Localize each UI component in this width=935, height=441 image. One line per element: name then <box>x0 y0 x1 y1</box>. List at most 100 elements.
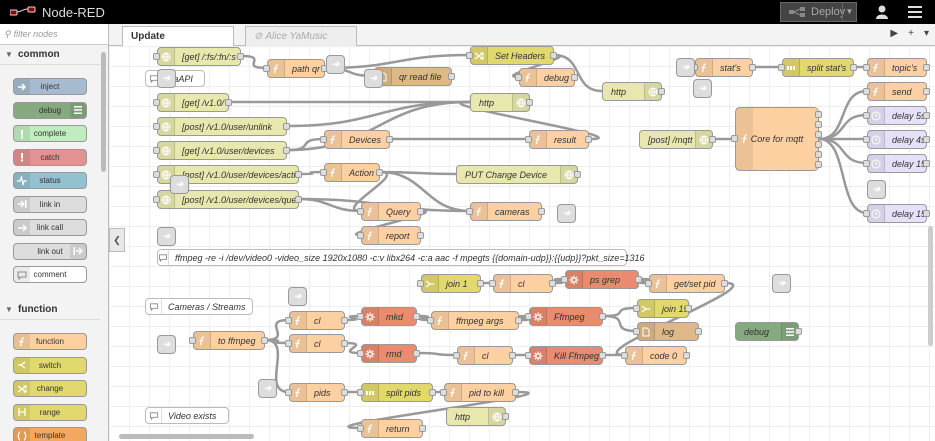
port[interactable] <box>633 305 640 312</box>
wire[interactable] <box>355 209 427 237</box>
palette-node-link-call[interactable]: link call <box>13 219 87 236</box>
flow-node-ffmpeg-args[interactable]: ffmpeg args <box>431 311 519 330</box>
chevron-right-icon[interactable]: ▶ <box>890 28 899 39</box>
port[interactable] <box>357 425 364 432</box>
comment-node[interactable]: Video exists <box>145 407 229 424</box>
chevron-down-icon[interactable]: ▼ <box>842 3 856 21</box>
palette-node-change[interactable]: change <box>13 380 87 397</box>
port[interactable] <box>413 350 420 357</box>
port[interactable] <box>512 389 519 396</box>
port[interactable] <box>440 389 447 396</box>
palette-node-template[interactable]: template <box>13 427 87 441</box>
collapse-palette-button[interactable]: ❮ <box>109 228 125 252</box>
link-node[interactable]: ➔ <box>170 175 189 194</box>
flow-node-get-v1-0[interactable]: [get] /v1.0/ <box>157 93 229 112</box>
port[interactable] <box>477 280 484 287</box>
port[interactable] <box>419 425 426 432</box>
flow-node-topic-s[interactable]: topic's <box>867 58 927 77</box>
wire[interactable] <box>347 390 530 430</box>
port[interactable] <box>815 111 822 118</box>
port[interactable] <box>585 136 592 143</box>
port[interactable] <box>550 52 557 59</box>
port[interactable] <box>815 131 822 138</box>
horizontal-scrollbar[interactable] <box>119 434 254 439</box>
link-node[interactable]: ➔ <box>288 287 307 306</box>
flow-node-devices[interactable]: Devices <box>324 130 390 149</box>
link-node[interactable]: ➔ <box>157 335 176 354</box>
flow-node-path-qr[interactable]: path qr <box>267 59 325 78</box>
port[interactable] <box>923 160 930 167</box>
link-node[interactable]: ➔ <box>693 79 712 98</box>
port[interactable] <box>635 276 642 283</box>
port[interactable] <box>357 350 364 357</box>
port[interactable] <box>599 352 606 359</box>
port[interactable] <box>923 64 930 71</box>
palette-category-function[interactable]: ▼function <box>0 300 100 320</box>
deploy-button[interactable]: Deploy ▼ <box>780 2 857 22</box>
flow-node-action[interactable]: Action <box>324 163 380 182</box>
flow-node-send[interactable]: send <box>867 82 927 101</box>
link-node[interactable]: ➔ <box>676 58 695 77</box>
palette-node-link-in[interactable]: link in <box>13 195 87 213</box>
port[interactable] <box>795 328 802 335</box>
port[interactable] <box>863 160 870 167</box>
port[interactable] <box>466 208 473 215</box>
wire[interactable] <box>286 100 471 128</box>
add-tab-icon[interactable]: + <box>908 28 914 39</box>
link-node[interactable]: ➔ <box>557 204 576 223</box>
flow-node-kill-ffmpeg[interactable]: Kill Ffmpeg <box>529 346 603 365</box>
port[interactable] <box>153 147 160 154</box>
comment-node[interactable]: Cameras / Streams <box>145 298 253 315</box>
flow-node-http[interactable]: http <box>446 407 506 426</box>
port[interactable] <box>153 53 160 60</box>
port[interactable] <box>285 340 292 347</box>
flow-node-http[interactable]: http <box>470 93 530 112</box>
wire[interactable] <box>637 277 651 285</box>
port[interactable] <box>448 73 455 80</box>
flow-node-split-stat-s[interactable]: split stat's <box>782 58 854 77</box>
tab-update[interactable]: Update <box>122 26 234 46</box>
wire[interactable] <box>818 113 868 141</box>
link-node[interactable]: ➔ <box>326 55 345 74</box>
port[interactable] <box>453 352 460 359</box>
wire[interactable] <box>416 314 432 322</box>
flow-node-delay-15[interactable]: delay 15 <box>867 154 927 173</box>
port[interactable] <box>525 136 532 143</box>
flow-node-post-mqtt[interactable]: [post] /mqtt <box>639 130 713 149</box>
palette-scrollbar[interactable] <box>101 52 106 172</box>
flow-node-pids[interactable]: pids <box>289 383 345 402</box>
wire[interactable] <box>553 53 603 93</box>
port[interactable] <box>709 136 716 143</box>
port[interactable] <box>815 151 822 158</box>
flow-node-join-1[interactable]: join 1 <box>421 274 481 293</box>
flow-node-cl[interactable]: cl <box>289 334 345 353</box>
flow-node-log[interactable]: log <box>637 322 699 341</box>
port[interactable] <box>571 74 578 81</box>
port[interactable] <box>685 305 692 312</box>
wire[interactable] <box>552 277 566 285</box>
link-node[interactable]: ➔ <box>867 180 886 199</box>
link-node[interactable]: ➔ <box>258 379 277 398</box>
flow-node-query[interactable]: Query <box>361 202 421 221</box>
port[interactable] <box>189 337 196 344</box>
palette-node-function[interactable]: function <box>13 333 87 350</box>
wire[interactable] <box>818 137 868 215</box>
port[interactable] <box>515 317 522 324</box>
flow-node-debug[interactable]: debug <box>519 68 575 87</box>
port[interactable] <box>525 352 532 359</box>
port[interactable] <box>645 280 652 287</box>
flow-node-code-0[interactable]: code 0 <box>625 346 687 365</box>
port[interactable] <box>295 196 302 203</box>
port[interactable] <box>341 317 348 324</box>
port[interactable] <box>749 64 756 71</box>
port[interactable] <box>283 123 290 130</box>
wire[interactable] <box>602 306 638 318</box>
flow-node-stat-s[interactable]: stat's <box>695 58 753 77</box>
flow-node-pid-to-kill[interactable]: pid to kill <box>444 383 516 402</box>
comment-node[interactable]: ffmpeg -re -i /dev/video0 -video_size 19… <box>157 249 645 266</box>
port[interactable] <box>341 340 348 347</box>
port[interactable] <box>923 88 930 95</box>
flow-node-delay-5s[interactable]: delay 5s <box>867 106 927 125</box>
port[interactable] <box>561 276 568 283</box>
